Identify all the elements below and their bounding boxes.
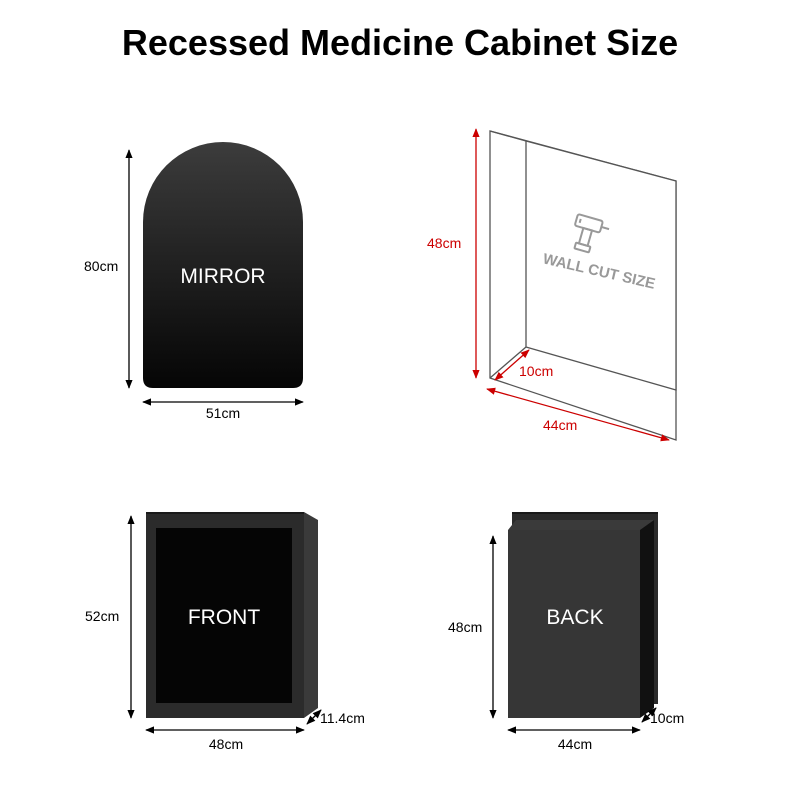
mirror-width-label: 51cm: [206, 405, 240, 421]
back-label: BACK: [546, 606, 603, 629]
front-side-face: [304, 512, 318, 718]
back-box-side: [640, 520, 654, 718]
back-group: BACK 48cm 44cm 10cm: [448, 512, 684, 752]
wall-cut-group: WALL CUT SIZE 48cm 10cm 44cm: [427, 128, 677, 442]
mirror-label: MIRROR: [180, 265, 265, 288]
wall-cut-back-panel: [525, 140, 677, 391]
back-depth-dimension: [641, 707, 657, 723]
wall-cut-depth-label: 10cm: [519, 363, 553, 379]
back-box-top: [508, 520, 654, 530]
wall-cut-depth-dimension: [494, 349, 530, 381]
wall-cut-height-label: 48cm: [427, 235, 461, 251]
front-label: FRONT: [188, 606, 260, 629]
back-height-label: 48cm: [448, 619, 482, 635]
front-door: [156, 528, 292, 703]
front-depth-label: 11.4cm: [320, 710, 365, 726]
mirror-shape: [143, 142, 303, 388]
wall-cut-width-label: 44cm: [543, 417, 577, 433]
front-height-label: 52cm: [85, 608, 119, 624]
back-box-front: [508, 530, 640, 718]
mirror-height-label: 80cm: [84, 258, 118, 274]
mirror-group: MIRROR 80cm 51cm: [84, 142, 304, 421]
wall-cut-edge-top: [489, 130, 527, 142]
front-group: FRONT 52cm 48cm 11.4cm: [85, 512, 365, 752]
drill-icon: [573, 213, 610, 254]
front-depth-dimension: [306, 709, 322, 725]
page-title: Recessed Medicine Cabinet Size: [121, 22, 679, 63]
front-width-label: 48cm: [209, 736, 243, 752]
back-width-label: 44cm: [558, 736, 592, 752]
back-depth-label: 10cm: [650, 710, 684, 726]
wall-cut-width-dimension: [486, 387, 670, 442]
